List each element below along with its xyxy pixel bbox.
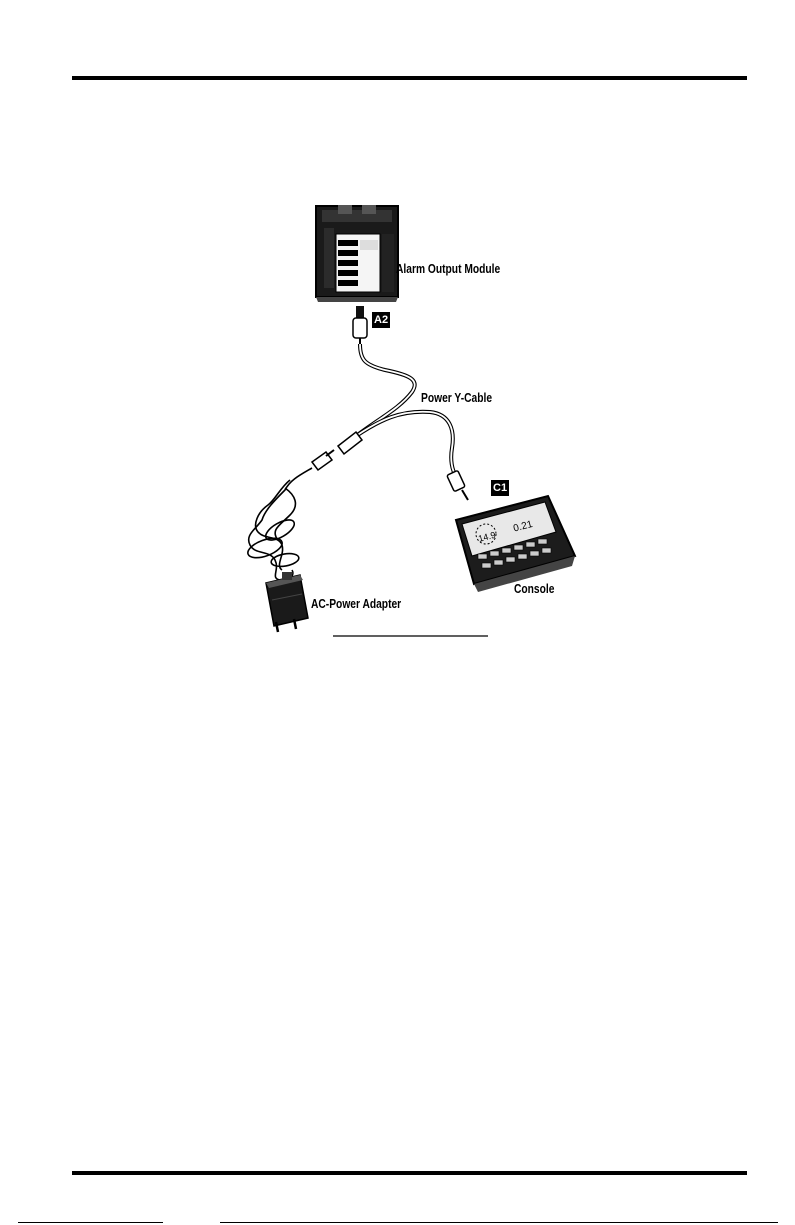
power-y-cable (356, 344, 456, 476)
footer-line-right (220, 1222, 778, 1223)
ac-power-adapter-illustration (266, 572, 308, 632)
adapter-cord (245, 468, 312, 580)
ac-power-adapter-label: AC-Power Adapter (311, 597, 401, 611)
console-label: Console (514, 582, 554, 596)
alarm-output-module-label: Alarm Output Module (396, 262, 500, 276)
y-cable-splitter (338, 432, 362, 454)
c1-connector-tag: C1 (491, 480, 509, 496)
a2-plug (353, 306, 367, 344)
footer-line-left (18, 1222, 163, 1223)
power-y-cable-label: Power Y-Cable (421, 391, 492, 405)
a2-connector-tag: A2 (372, 312, 390, 328)
console-illustration: 14.9 0.21 (456, 496, 575, 592)
alarm-output-module-illustration (316, 205, 398, 302)
adapter-plug (312, 450, 334, 470)
footer-rule (72, 1171, 747, 1175)
c1-plug (447, 470, 468, 500)
